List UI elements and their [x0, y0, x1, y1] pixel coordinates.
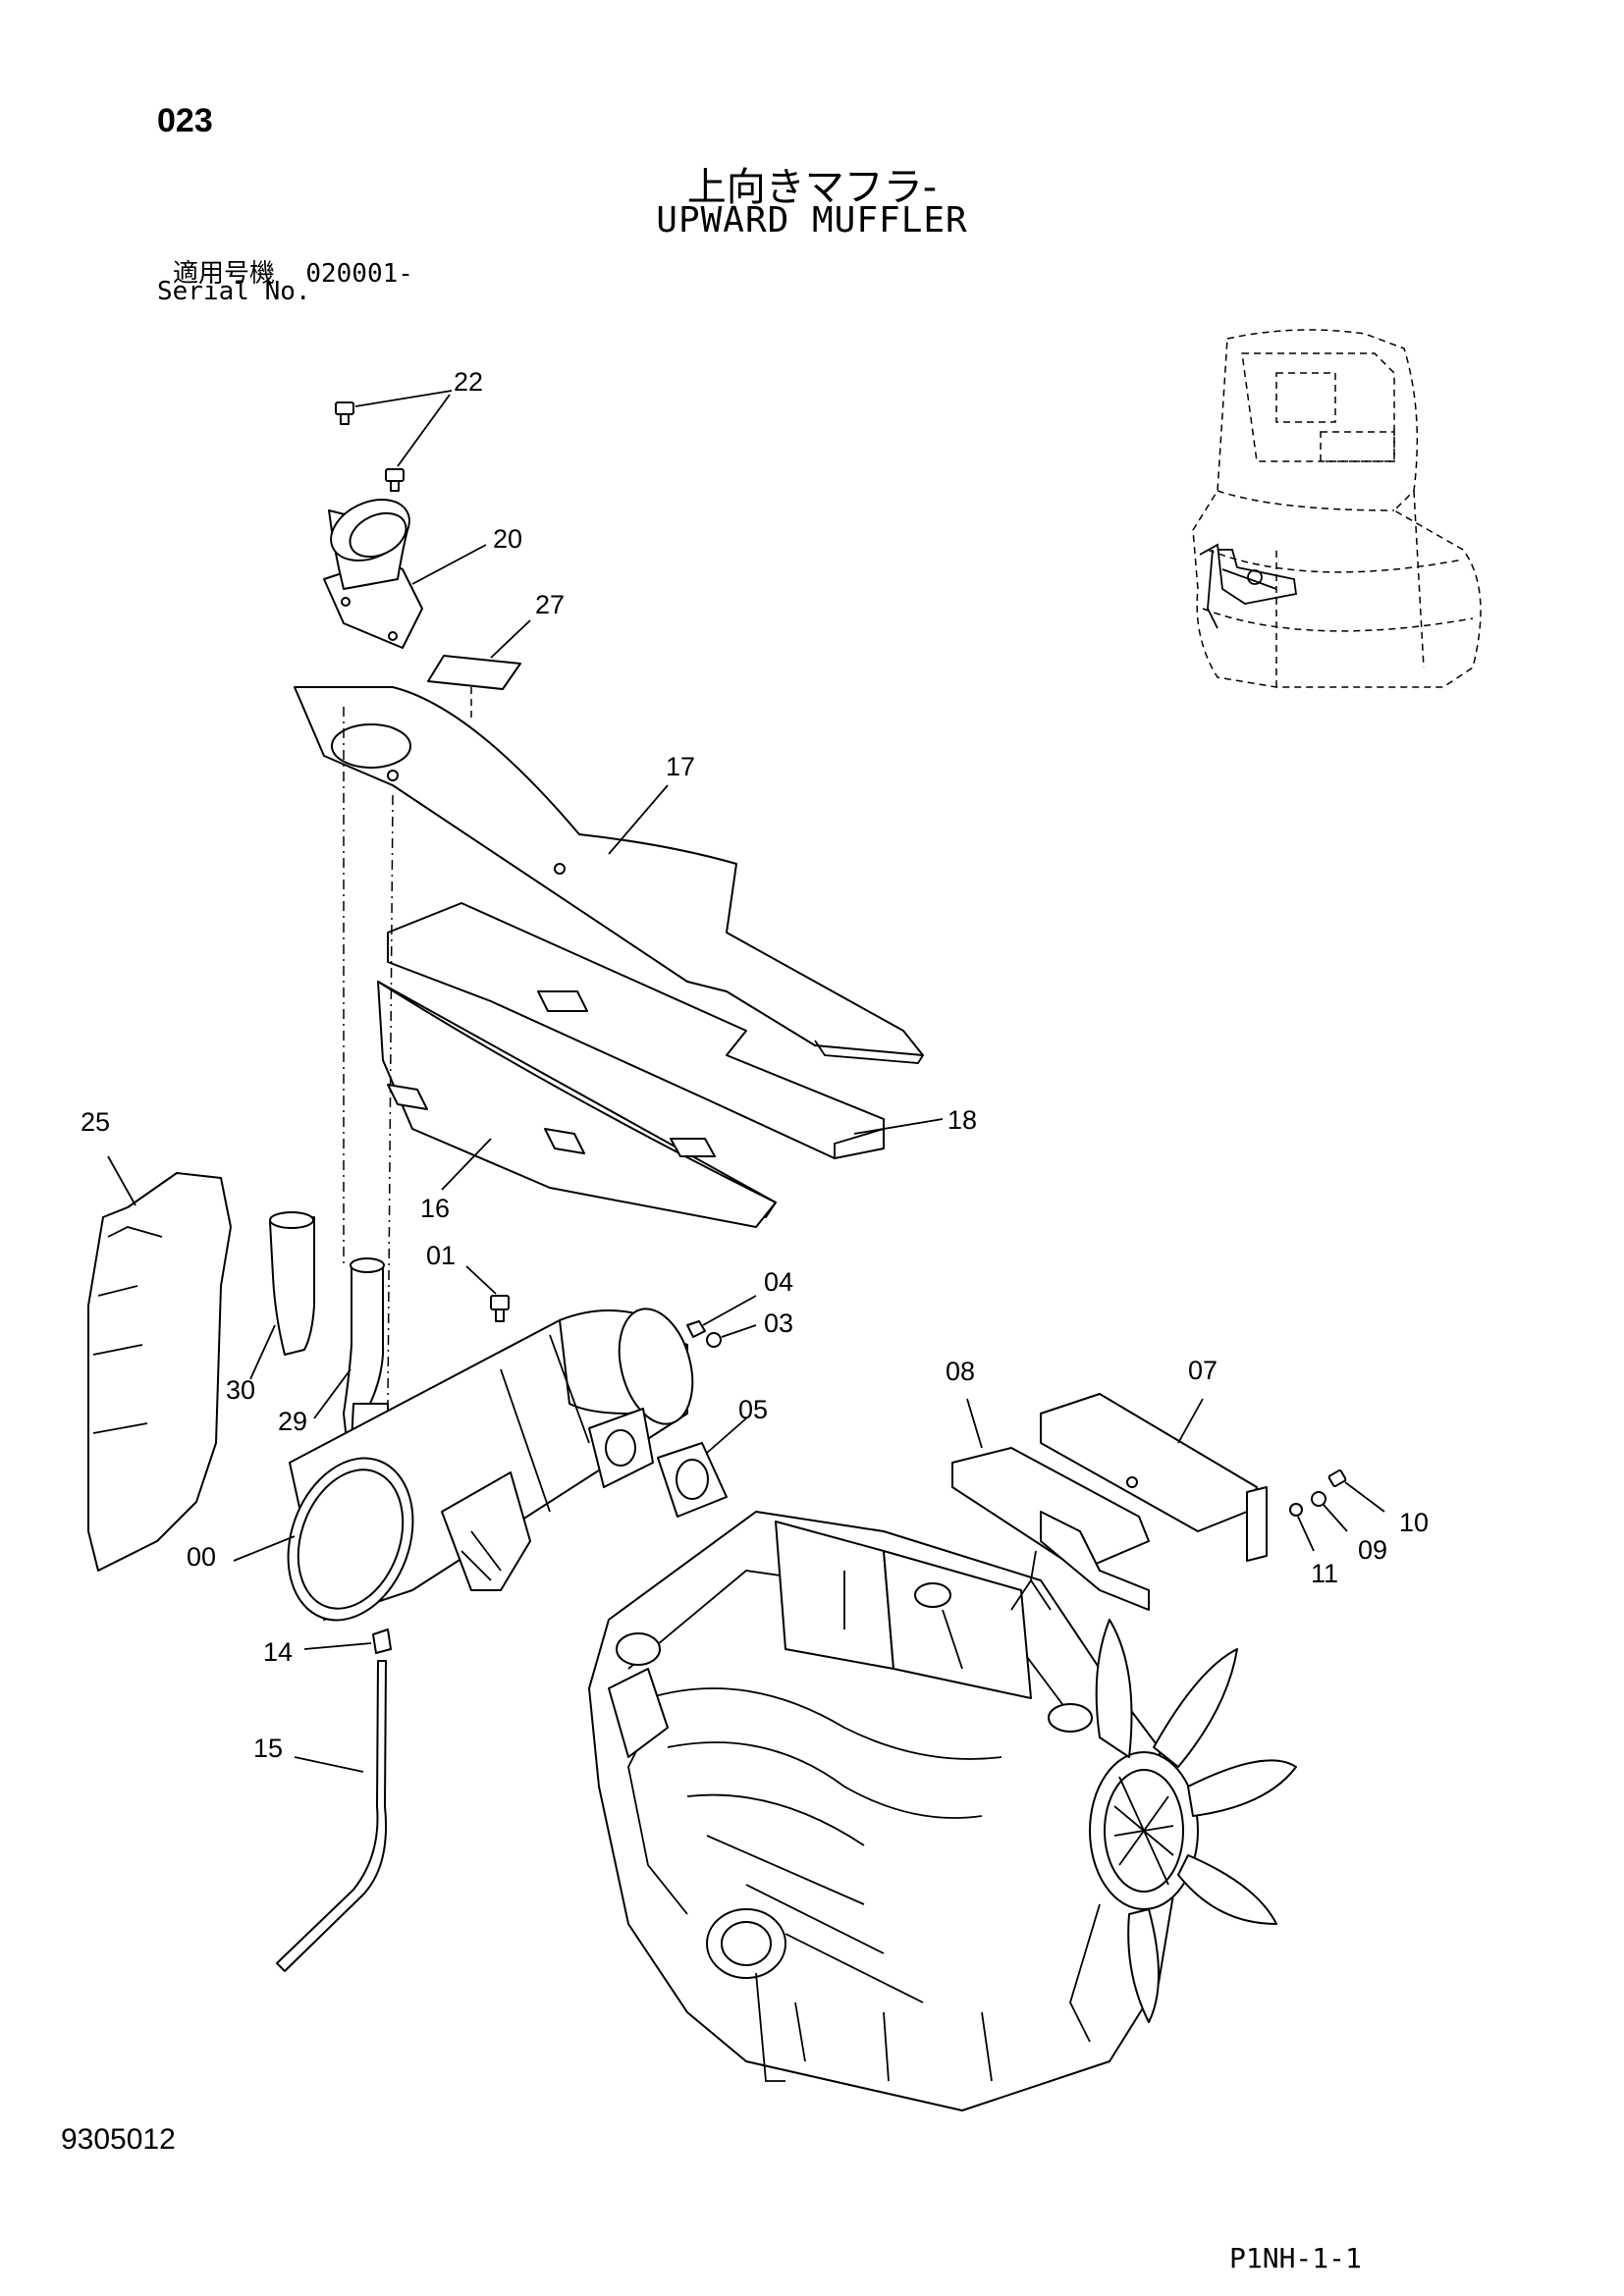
callout-14: 14	[263, 1637, 293, 1667]
serial-value: 020001-	[305, 259, 413, 289]
callout-20: 20	[493, 524, 522, 554]
leader-20	[411, 544, 487, 585]
leader-17	[608, 784, 669, 855]
leader-04	[702, 1295, 757, 1326]
leader-30	[249, 1324, 276, 1380]
baffle-plate-16	[377, 981, 777, 1228]
elbow-pipe-20	[323, 499, 423, 649]
callout-11: 11	[1311, 1559, 1338, 1588]
serial-label-en: Serial No.	[157, 277, 311, 306]
leader-25	[107, 1155, 136, 1206]
callout-25: 25	[81, 1107, 110, 1137]
callout-00: 00	[187, 1542, 216, 1572]
callout-16: 16	[420, 1194, 450, 1223]
sheet-code: P1NH-1-1	[1229, 2242, 1362, 2274]
callout-18: 18	[947, 1105, 977, 1135]
callout-04: 04	[764, 1267, 793, 1297]
centerline-b	[387, 794, 394, 1405]
leader-09	[1323, 1504, 1348, 1532]
cover-plate-18	[387, 902, 885, 1159]
callout-30: 30	[226, 1375, 255, 1405]
gasket-05	[657, 1442, 728, 1518]
leader-22b	[397, 394, 451, 467]
clip-14	[372, 1629, 392, 1654]
drain-hose-15	[276, 1660, 388, 1972]
leader-22a	[354, 390, 453, 407]
bolt-22a	[335, 401, 354, 425]
callout-22: 22	[454, 367, 483, 397]
nut-04	[686, 1320, 706, 1338]
callout-09: 09	[1358, 1535, 1387, 1565]
leader-07	[1177, 1398, 1204, 1444]
leader-18	[853, 1118, 944, 1135]
bolt-10	[1327, 1469, 1347, 1487]
callout-07: 07	[1188, 1356, 1218, 1385]
leader-29	[313, 1368, 352, 1419]
washer-09	[1311, 1491, 1326, 1507]
leader-01	[465, 1265, 497, 1295]
serial-label-jp: 適用号機	[173, 259, 276, 289]
callout-05: 05	[738, 1395, 768, 1424]
machine-location-inset	[1192, 329, 1482, 688]
title-english: UPWARD MUFFLER	[656, 200, 968, 240]
leader-15	[294, 1756, 364, 1773]
callout-01: 01	[426, 1241, 456, 1270]
washer-03	[706, 1332, 722, 1348]
leader-03	[721, 1324, 757, 1338]
leader-16	[441, 1138, 492, 1191]
leader-14	[303, 1642, 372, 1650]
leader-00	[233, 1535, 296, 1562]
engine-assembly	[588, 1511, 1297, 2111]
callout-08: 08	[946, 1357, 975, 1386]
bolt-01	[490, 1295, 510, 1322]
shield-07	[1040, 1393, 1268, 1562]
callout-15: 15	[253, 1734, 283, 1763]
cover-plate-17	[294, 686, 924, 1064]
leader-05	[706, 1417, 747, 1454]
leader-10	[1344, 1481, 1385, 1513]
leader-27	[490, 619, 531, 659]
leader-11	[1297, 1516, 1315, 1552]
title-japanese: 上向きマフラ-	[686, 165, 938, 210]
callout-03: 03	[764, 1308, 793, 1338]
bolt-22b	[385, 468, 405, 492]
callout-10: 10	[1399, 1508, 1429, 1537]
page-number: 023	[157, 102, 213, 139]
side-panel-25	[87, 1172, 232, 1572]
leader-08	[966, 1398, 983, 1449]
hose-30	[269, 1211, 315, 1356]
muffler-00	[287, 1308, 694, 1622]
nut-11	[1289, 1503, 1303, 1517]
shield-08	[951, 1447, 1150, 1611]
document-number: 9305012	[61, 2123, 176, 2156]
serial-applicability: 適用号機 020001-	[173, 253, 413, 290]
callout-29: 29	[278, 1407, 307, 1436]
callout-27: 27	[535, 590, 565, 619]
callout-17: 17	[666, 752, 695, 781]
label-plate-27	[427, 655, 521, 690]
